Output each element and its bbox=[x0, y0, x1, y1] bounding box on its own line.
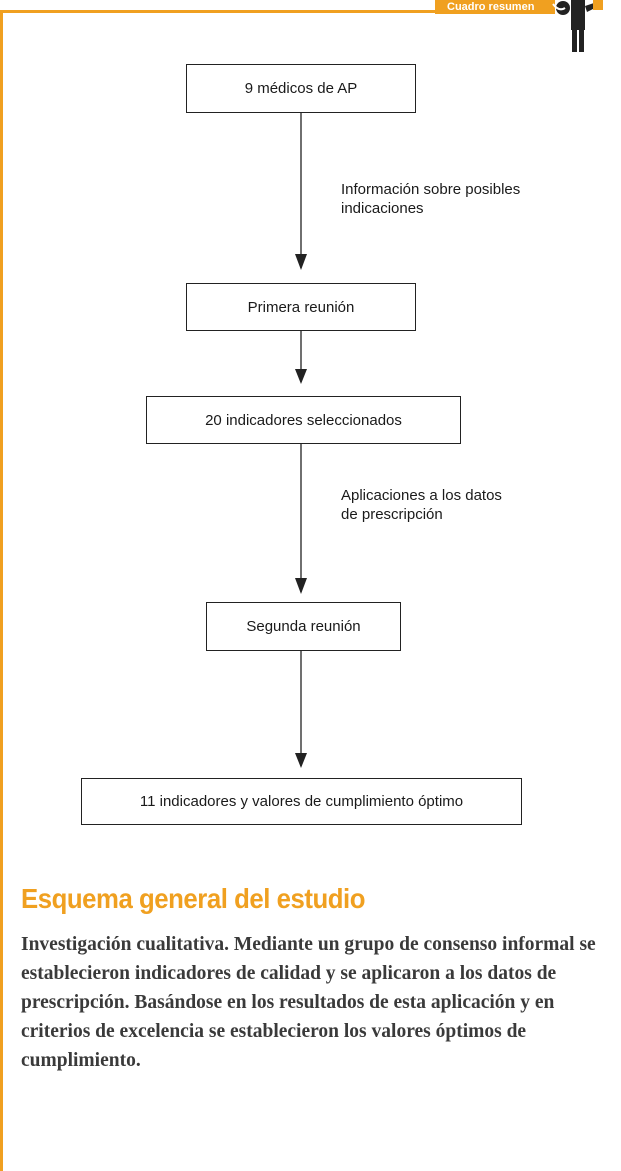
mascot-figure-icon bbox=[552, 0, 603, 52]
node-9-medicos: 9 médicos de AP bbox=[186, 64, 416, 113]
summary-body: Investigación cualitativa. Mediante un g… bbox=[21, 934, 596, 1071]
edge-label-aplicaciones: Aplicaciones a los datos de prescripción bbox=[341, 486, 502, 524]
summary-heading: Esquema general del estudio bbox=[21, 883, 366, 914]
summary-tag: Cuadro resumen bbox=[435, 0, 555, 14]
edge-n2-n3 bbox=[295, 331, 307, 384]
edge-n4-n5 bbox=[295, 651, 307, 768]
node-primera-reunion: Primera reunión bbox=[186, 283, 416, 331]
edge-n3-n4 bbox=[295, 444, 307, 594]
edge-label-informacion: Información sobre posibles indicaciones bbox=[341, 180, 520, 218]
edge-n1-n2 bbox=[295, 113, 307, 270]
frame-top-border bbox=[0, 10, 550, 13]
edge-label-aplicaciones-line1: Aplicaciones a los datos bbox=[341, 487, 502, 504]
frame-left-border bbox=[0, 10, 3, 1171]
node-segunda-reunion: Segunda reunión bbox=[206, 602, 401, 651]
edge-label-informacion-line2: indicaciones bbox=[341, 200, 424, 217]
edge-label-informacion-line1: Información sobre posibles bbox=[341, 181, 521, 198]
edge-label-aplicaciones-line2: de prescripción bbox=[341, 506, 443, 523]
node-11-indicadores: 11 indicadores y valores de cumplimiento… bbox=[81, 778, 522, 825]
node-20-indicadores: 20 indicadores seleccionados bbox=[146, 396, 461, 444]
